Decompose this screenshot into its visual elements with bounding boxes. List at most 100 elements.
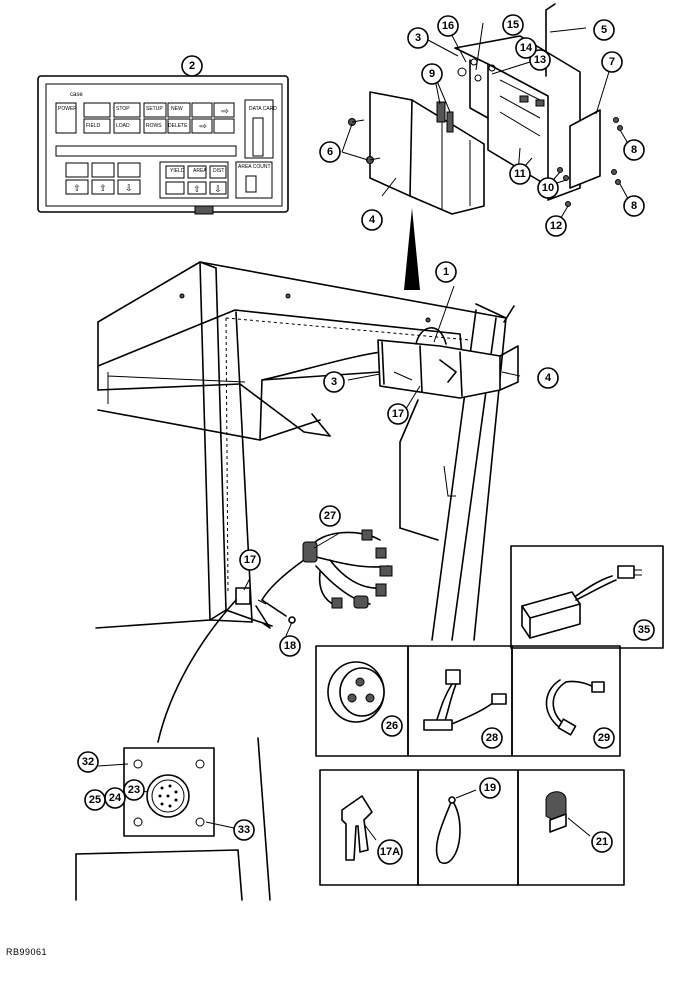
svg-text:17: 17 <box>244 554 256 566</box>
key-new: NEW <box>171 106 183 112</box>
svg-text:10: 10 <box>542 182 554 194</box>
callout-29: 29 <box>593 727 615 749</box>
svg-text:8: 8 <box>631 144 637 156</box>
callout-25: 25 <box>84 789 106 811</box>
svg-text:⇨: ⇨ <box>221 107 229 117</box>
svg-text:⇧: ⇧ <box>99 184 107 194</box>
svg-text:11: 11 <box>514 168 526 180</box>
svg-text:⇧: ⇧ <box>73 184 81 194</box>
main-cable <box>157 599 237 743</box>
callout-8b: 8 <box>623 195 645 217</box>
monitor-front-panel: case POWER STOP SETUP NEW FIELD LOAD ROW… <box>37 75 289 215</box>
key-stop: STOP <box>116 106 130 112</box>
callout-5: 5 <box>593 19 615 41</box>
svg-text:2: 2 <box>189 60 195 72</box>
panel-logo: case <box>70 92 83 98</box>
svg-text:35: 35 <box>638 624 650 636</box>
svg-text:18: 18 <box>284 640 296 652</box>
callout-3b: 3 <box>323 371 345 393</box>
key-area: AREA <box>193 168 207 174</box>
callout-2: 2 <box>181 55 203 77</box>
svg-text:6: 6 <box>327 146 333 158</box>
monitor-housing-exploded <box>341 3 633 227</box>
svg-text:28: 28 <box>486 732 498 744</box>
callout-35: 35 <box>633 619 655 641</box>
svg-text:21: 21 <box>596 836 608 848</box>
installed-monitor-bracket <box>347 285 521 413</box>
key-setup: SETUP <box>146 106 163 112</box>
key-delete: DELETE <box>168 123 188 129</box>
svg-text:23: 23 <box>128 784 140 796</box>
callout-11: 11 <box>509 163 531 185</box>
box-item-29 <box>511 645 621 757</box>
box-item-26 <box>315 645 409 757</box>
callout-10: 10 <box>537 177 559 199</box>
wire-harness <box>261 529 393 624</box>
callout-16: 16 <box>437 15 459 37</box>
svg-text:⇨: ⇨ <box>199 122 207 132</box>
svg-text:12: 12 <box>550 220 562 232</box>
svg-text:8: 8 <box>631 200 637 212</box>
callout-1: 1 <box>435 261 457 283</box>
svg-text:1: 1 <box>443 266 449 278</box>
box-item-19 <box>417 769 519 886</box>
svg-text:⇩: ⇩ <box>214 185 222 195</box>
callout-23: 23 <box>123 779 145 801</box>
box-item-35 <box>510 545 664 649</box>
svg-text:13: 13 <box>534 54 546 66</box>
callout-6: 6 <box>319 141 341 163</box>
svg-text:16: 16 <box>442 20 454 32</box>
svg-text:4: 4 <box>369 214 376 226</box>
svg-text:17: 17 <box>392 408 404 420</box>
callout-7: 7 <box>601 51 623 73</box>
callout-17a: 17 <box>387 403 409 425</box>
cab-frame <box>95 261 515 641</box>
callout-33: 33 <box>233 819 255 841</box>
svg-text:19: 19 <box>484 782 496 794</box>
key-area-count: AREA COUNT <box>238 164 271 170</box>
svg-text:14: 14 <box>520 42 533 54</box>
svg-text:17A: 17A <box>380 846 400 858</box>
key-dist: DIST <box>213 168 224 174</box>
callout-3a: 3 <box>407 27 429 49</box>
svg-text:4: 4 <box>545 372 552 384</box>
box-item-21 <box>517 769 625 886</box>
key-field: FIELD <box>86 123 101 129</box>
callout-21: 21 <box>591 831 613 853</box>
svg-text:5: 5 <box>601 24 607 36</box>
callout-18: 18 <box>279 635 301 657</box>
callout-19: 19 <box>479 777 501 799</box>
callout-28: 28 <box>481 727 503 749</box>
svg-text:32: 32 <box>82 756 94 768</box>
svg-text:33: 33 <box>238 824 250 836</box>
svg-text:25: 25 <box>89 794 101 806</box>
key-data-card: DATA CARD <box>249 106 277 112</box>
svg-text:29: 29 <box>598 732 610 744</box>
callout-27: 27 <box>319 505 341 527</box>
callout-4a: 4 <box>361 209 383 231</box>
svg-text:26: 26 <box>386 720 398 732</box>
svg-text:24: 24 <box>109 792 122 804</box>
key-rows: ROWS <box>146 123 162 129</box>
svg-text:3: 3 <box>331 376 337 388</box>
mounting-clip <box>235 587 251 605</box>
svg-text:⇧: ⇧ <box>193 185 201 195</box>
callout-17b: 17 <box>239 549 261 571</box>
callout-layer: 1 2 3 3 4 4 5 6 7 8 8 9 10 11 12 13 14 1… <box>77 14 655 865</box>
callout-12: 12 <box>545 215 567 237</box>
callout-26: 26 <box>381 715 403 737</box>
key-power: POWER <box>58 106 77 112</box>
key-yield: YIELD <box>170 168 185 174</box>
callout-14: 14 <box>515 37 537 59</box>
svg-text:⇩: ⇩ <box>125 184 133 194</box>
callout-15: 15 <box>502 14 524 36</box>
callout-24: 24 <box>104 787 126 809</box>
svg-text:15: 15 <box>507 19 519 31</box>
callout-8a: 8 <box>623 139 645 161</box>
svg-text:27: 27 <box>324 510 336 522</box>
callout-13: 13 <box>529 49 551 71</box>
key-load: LOAD <box>116 123 130 129</box>
box-item-17A <box>319 769 419 886</box>
svg-text:9: 9 <box>429 68 435 80</box>
